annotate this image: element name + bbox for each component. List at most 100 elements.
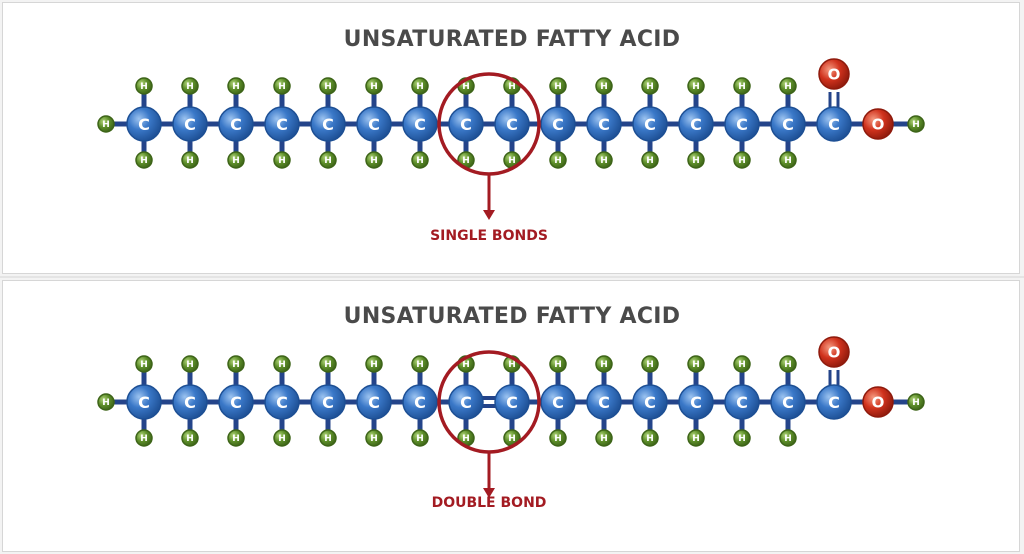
panel-2-hydrogen-hydroxyl-symbol: H [912, 398, 920, 408]
panel-2-carbon-12-symbol: C [644, 393, 656, 412]
panel-2-carbon-15 [770, 384, 806, 420]
panel-1-hydrogen-top-1-symbol: H [140, 82, 148, 92]
panel-1-carbon-16 [816, 106, 852, 142]
panel-2-hydrogen-bottom-5 [319, 429, 337, 447]
panel-2-hydrogen-top-5-symbol: H [324, 360, 332, 370]
panel-1-carbon-1 [126, 106, 162, 142]
panel-2-carbon-14 [724, 384, 760, 420]
panel-2-hydrogen-bottom-7 [411, 429, 429, 447]
panel-2-carbon-3-symbol: C [230, 393, 242, 412]
panel-2-oxygen-carbonyl [818, 336, 850, 368]
panel-1-hydrogen-bottom-5-symbol: H [324, 156, 332, 166]
panel-1-hydrogen-top-11-symbol: H [600, 82, 608, 92]
panel-1-hydrogen-bottom-1-symbol: H [140, 156, 148, 166]
panel-1-hydrogen-top-12 [641, 77, 659, 95]
panel-2-hydrogen-top-2 [181, 355, 199, 373]
panel-2-carbon-4 [264, 384, 300, 420]
panel-2-carbon-15-symbol: C [782, 393, 794, 412]
panel-2-hydrogen-top-10 [549, 355, 567, 373]
panel-2-arrow-head [483, 488, 495, 498]
panel-2-hydrogen-bottom-12 [641, 429, 659, 447]
panel-2-carbon-12 [632, 384, 668, 420]
panel-1-hydrogen-hydroxyl [907, 115, 925, 133]
panel-1-hydrogen-bottom-1 [135, 151, 153, 169]
panel-1-hydrogen-top-12-symbol: H [646, 82, 654, 92]
panel-1-carbon-5-symbol: C [322, 115, 334, 134]
panel-1-hydrogen-bottom-4-symbol: H [278, 156, 286, 166]
panel-1-hydrogen-bottom-14-symbol: H [738, 156, 746, 166]
panel-1-hydrogen-top-6 [365, 77, 383, 95]
panel-1-carbon-15-symbol: C [782, 115, 794, 134]
panel-1-carbon-16-symbol: C [828, 115, 840, 134]
panel-1-hydrogen-top-11 [595, 77, 613, 95]
panel-2-carbon-2-symbol: C [184, 393, 196, 412]
panel-2-carbon-14-symbol: C [736, 393, 748, 412]
panel-1-hydrogen-top-10-symbol: H [554, 82, 562, 92]
panel-2-carbon-2 [172, 384, 208, 420]
panel-2-hydrogen-bottom-3-symbol: H [232, 434, 240, 444]
panel-2-hydrogen-bottom-14-symbol: H [738, 434, 746, 444]
panel-1-carbon-6-symbol: C [368, 115, 380, 134]
panel-2-hydrogen-top-3 [227, 355, 245, 373]
panel-1-hydrogen-bottom-13-symbol: H [692, 156, 700, 166]
panel-1-hydrogen-bottom-7 [411, 151, 429, 169]
panel-2-carbon-9 [494, 384, 530, 420]
panel-1-hydrogen-top-15 [779, 77, 797, 95]
panel-1-carbon-9 [494, 106, 530, 142]
panel-2-hydrogen-top-5 [319, 355, 337, 373]
panel-2-hydrogen-bottom-1-symbol: H [140, 434, 148, 444]
panel-2-hydrogen-top-1 [135, 355, 153, 373]
panel-2-hydrogen-bottom-13 [687, 429, 705, 447]
panel-2-hydrogen-bottom-14 [733, 429, 751, 447]
panel-1-carbon-2-symbol: C [184, 115, 196, 134]
panel-1-hydrogen-terminal-symbol: H [102, 120, 110, 130]
panel-2-carbon-5-symbol: C [322, 393, 334, 412]
panel-1-hydrogen-bottom-12 [641, 151, 659, 169]
panel-1-hydrogen-terminal [97, 115, 115, 133]
panel-2-hydrogen-bottom-1 [135, 429, 153, 447]
panel-2-hydrogen-top-13 [687, 355, 705, 373]
panel-2-hydrogen-top-15 [779, 355, 797, 373]
panel-1-hydrogen-bottom-2-symbol: H [186, 156, 194, 166]
panel-2-hydrogen-terminal [97, 393, 115, 411]
panel-1-carbon-14 [724, 106, 760, 142]
panel-1-hydrogen-top-8-symbol: H [462, 82, 470, 92]
panel-1-hydrogen-top-7 [411, 77, 429, 95]
panel-2-oxygen-carbonyl-symbol: O [828, 343, 841, 361]
panel-1-carbon-12 [632, 106, 668, 142]
panel-2-carbon-7-symbol: C [414, 393, 426, 412]
panel-1-hydrogen-bottom-3-symbol: H [232, 156, 240, 166]
panel-1-oxygen-hydroxyl-symbol: O [872, 115, 885, 133]
panel-1-hydrogen-top-4 [273, 77, 291, 95]
panel-1-hydrogen-bottom-8-symbol: H [462, 156, 470, 166]
panel-2-hydrogen-top-10-symbol: H [554, 360, 562, 370]
panel-2-hydrogen-top-7-symbol: H [416, 360, 424, 370]
panel-2-hydrogen-bottom-7-symbol: H [416, 434, 424, 444]
panel-1-carbon-7-symbol: C [414, 115, 426, 134]
panel-2-hydrogen-bottom-9-symbol: H [508, 434, 516, 444]
panel-1-carbon-14-symbol: C [736, 115, 748, 134]
panel-2-carbon-8-symbol: C [460, 393, 472, 412]
panel-1-hydrogen-top-13-symbol: H [692, 82, 700, 92]
panel-1-carbon-15 [770, 106, 806, 142]
panel-1-hydrogen-top-1 [135, 77, 153, 95]
panel-1-oxygen-hydroxyl [862, 108, 894, 140]
panel-1-hydrogen-top-5 [319, 77, 337, 95]
panel-2-hydrogen-terminal-symbol: H [102, 398, 110, 408]
panel-2-hydrogen-bottom-6 [365, 429, 383, 447]
panel-1-hydrogen-bottom-11 [595, 151, 613, 169]
panel-2-hydrogen-bottom-4-symbol: H [278, 434, 286, 444]
panel-1-carbon-3 [218, 106, 254, 142]
panel-1-arrow-head [483, 210, 495, 220]
panel-2-carbon-9-symbol: C [506, 393, 518, 412]
panel-1-carbon-4 [264, 106, 300, 142]
panel-1-hydrogen-bottom-13 [687, 151, 705, 169]
panel-2-carbon-4-symbol: C [276, 393, 288, 412]
panel-1-carbon-3-symbol: C [230, 115, 242, 134]
panel-1-carbon-6 [356, 106, 392, 142]
panel-2-title: UNSATURATED FATTY ACID [343, 304, 681, 329]
divider [0, 276, 1024, 278]
double-bond-label: DOUBLE BOND [431, 495, 547, 511]
panel-2-hydrogen-top-12-symbol: H [646, 360, 654, 370]
panel-2-hydrogen-top-4-symbol: H [278, 360, 286, 370]
